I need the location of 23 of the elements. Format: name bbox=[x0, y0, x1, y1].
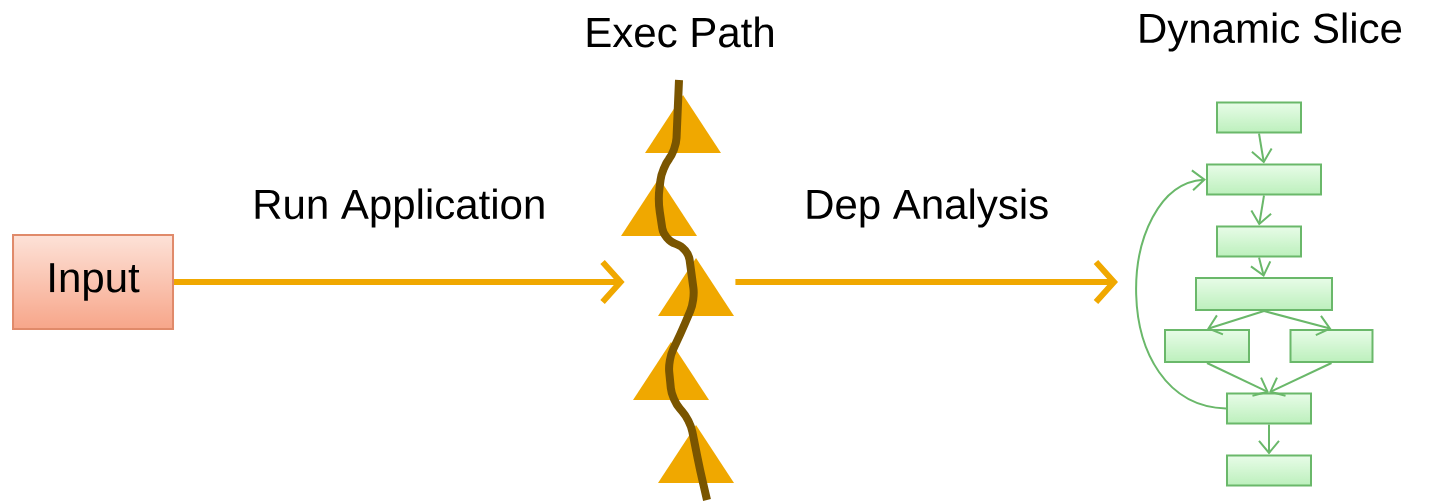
flowchart-box bbox=[1216, 225, 1302, 258]
arrow bbox=[1269, 362, 1333, 397]
heading: Dynamic Slice bbox=[1140, 12, 1402, 52]
arrow bbox=[1263, 310, 1332, 337]
flowchart-box bbox=[1289, 329, 1374, 363]
arrow bbox=[1258, 423, 1280, 455]
arrow bbox=[174, 260, 625, 304]
edge-label: Run Application bbox=[255, 188, 544, 228]
arrow bbox=[1135, 169, 1227, 410]
flowchart-box bbox=[1226, 392, 1312, 425]
input-box: Input bbox=[12, 234, 174, 330]
arrow bbox=[1250, 132, 1273, 164]
flowchart-box bbox=[1216, 101, 1302, 134]
arrow bbox=[1250, 194, 1273, 226]
arrow bbox=[1207, 310, 1265, 336]
flowchart-box bbox=[1226, 454, 1312, 487]
arrow bbox=[1206, 362, 1269, 397]
heading: Exec Path bbox=[587, 16, 773, 48]
flowchart-box bbox=[1195, 277, 1333, 311]
edge-label: Dep Analysis bbox=[807, 188, 1048, 228]
flowchart-box bbox=[1164, 329, 1250, 363]
arrow bbox=[735, 260, 1118, 304]
flowchart-box bbox=[1206, 163, 1322, 196]
